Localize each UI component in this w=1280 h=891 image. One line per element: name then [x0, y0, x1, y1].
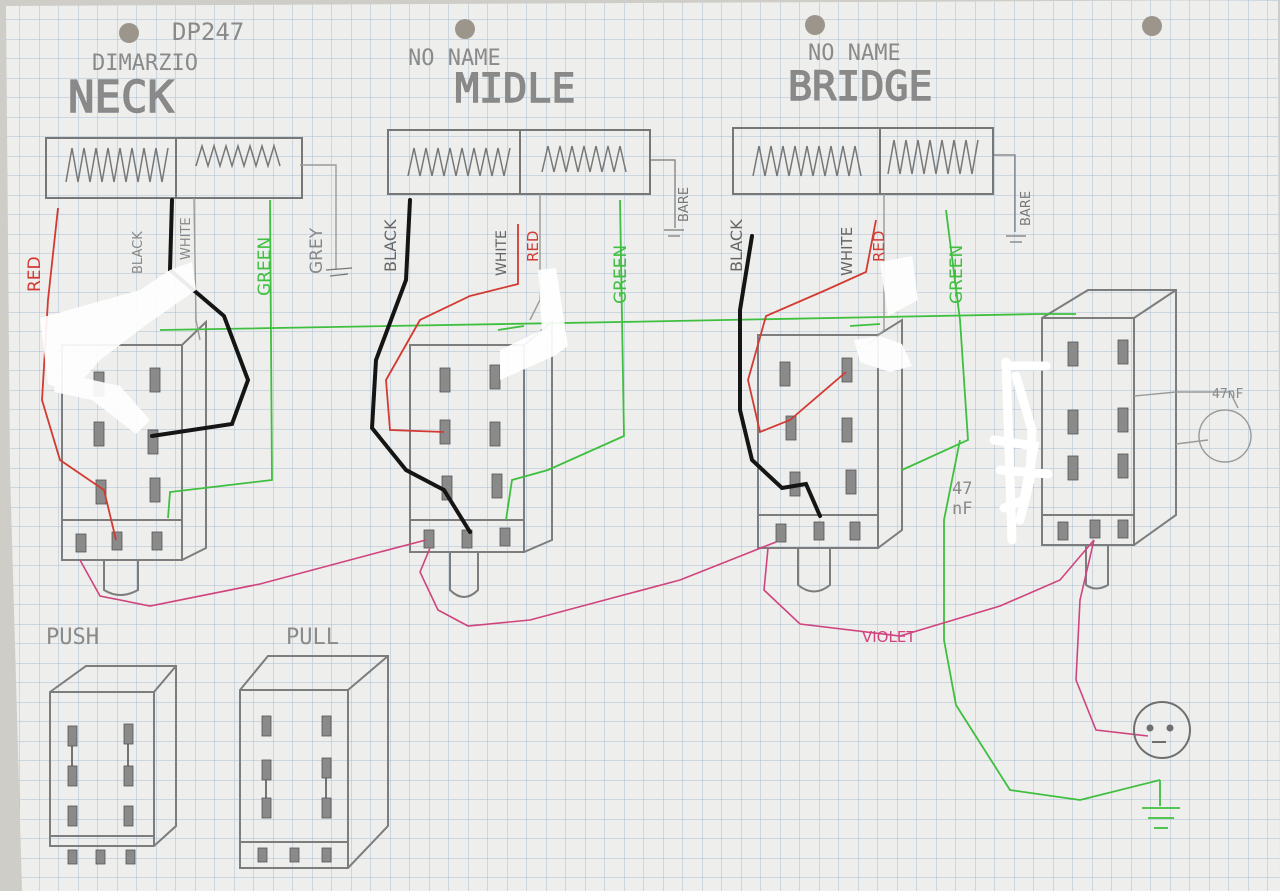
- pull-state-label: PULL: [286, 625, 339, 650]
- graph-paper-grid: [6, 0, 1280, 891]
- black-wires: [150, 198, 822, 534]
- switch-lugs: [75, 339, 1129, 553]
- middle-bare-label: BARE: [677, 187, 692, 222]
- pull-switch-diagram: [239, 655, 389, 869]
- ground-wires: [159, 199, 1161, 801]
- neck-grey-label: GREY: [307, 227, 327, 274]
- neck-pickup-model: DP247: [172, 18, 244, 46]
- middle-red-label: RED: [524, 231, 542, 262]
- neck-red-label: RED: [25, 256, 45, 292]
- bridge-coil-1: [752, 145, 862, 177]
- bridge-pickup-body: [732, 127, 994, 195]
- neck-white-label: WHITE: [179, 217, 194, 260]
- pull-switch-lugs: [257, 715, 332, 863]
- tape-patches: [40, 256, 918, 434]
- middle-green-label: GREEN: [611, 245, 631, 304]
- neck-pickup-position: NECK: [68, 72, 174, 123]
- push-state-label: PUSH: [46, 625, 99, 650]
- bridge-pickup-brand: NO NAME: [808, 41, 901, 66]
- neck-coil-1: [65, 147, 169, 183]
- violet-wires: [79, 539, 1149, 737]
- middle-white-label: WHITE: [494, 230, 510, 276]
- push-switch-lugs: [67, 723, 136, 865]
- obscured-scribble: [989, 357, 1053, 545]
- neck-coil-2: [195, 143, 281, 169]
- bridge-black-label: BLACK: [727, 219, 746, 272]
- red-wires: [41, 207, 877, 541]
- neck-pickup: [45, 137, 303, 199]
- bridge-coil-2: [887, 139, 979, 175]
- violet-wire-label: VIOLET: [862, 628, 916, 646]
- capacitor-lower-label-unit: nF: [952, 499, 972, 519]
- capacitor-upper-icon: [1198, 409, 1252, 463]
- middle-pickup: [387, 129, 676, 228]
- bridge-red-label: RED: [870, 231, 888, 262]
- capacitor-lower-label-value: 47: [952, 479, 972, 499]
- middle-coil-2: [541, 145, 627, 173]
- neck-black-label: BLACK: [131, 231, 146, 274]
- tone-push-pull-switch: [1041, 289, 1177, 590]
- binder-hole: [1142, 16, 1162, 36]
- neck-pickup-brand: DIMARZIO: [92, 51, 198, 76]
- bridge-bare-label: BARE: [1019, 191, 1034, 226]
- binder-hole: [455, 19, 475, 39]
- bridge-pickup-position: BRIDGE: [788, 64, 933, 110]
- bridge-green-label: GREEN: [947, 245, 967, 304]
- pull-switch-links: [265, 778, 327, 798]
- binder-holes: [119, 15, 1162, 43]
- neck-green-label: GREEN: [255, 237, 275, 296]
- output-jack-icon: [1133, 701, 1191, 759]
- binder-hole: [119, 23, 139, 43]
- push-switch-links: [71, 744, 129, 766]
- middle-pickup-brand: NO NAME: [408, 46, 501, 71]
- ground-symbol-icon: [325, 229, 1026, 277]
- bridge-pickup: [732, 127, 1016, 232]
- neck-push-pull-switch: [61, 319, 207, 596]
- push-switch-diagram: [49, 665, 177, 847]
- ground-symbol-icon: [1142, 780, 1180, 829]
- middle-pickup-position: MIDLE: [455, 66, 575, 112]
- capacitor-upper-label: 47nF: [1212, 387, 1243, 402]
- middle-black-label: BLACK: [381, 219, 400, 272]
- neck-pickup-body: [45, 137, 303, 199]
- binder-hole: [805, 15, 825, 35]
- bridge-white-label: WHITE: [838, 227, 856, 276]
- middle-coil-1: [407, 147, 511, 177]
